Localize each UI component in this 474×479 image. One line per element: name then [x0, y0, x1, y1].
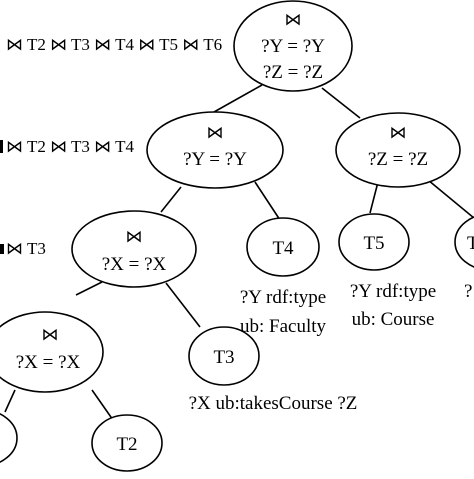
triple-pattern-text: ?Y rdf:type [240, 287, 326, 308]
triple-node-t1 [0, 413, 18, 463]
triple-node-t6: T [454, 216, 474, 268]
triple-label: T2 [116, 434, 137, 455]
edge-root-to-zz [321, 87, 361, 119]
cropped-glyph-row3 [0, 244, 4, 254]
join-symbol: ⋈ [285, 10, 302, 29]
side-label-row2: ⋈ T2 ⋈ T3 ⋈ T4 [6, 137, 134, 156]
triple-label: T [467, 233, 474, 254]
tree-edges [4, 84, 474, 421]
join-condition: ?X = ?X [102, 254, 167, 275]
join-condition: ?Y = ?Y [261, 36, 325, 57]
join-condition: ?X = ?X [16, 352, 81, 373]
join-condition: ?Z = ?Z [263, 62, 323, 83]
triple-label: T4 [272, 238, 294, 259]
join-condition: ?Y = ?Y [183, 149, 247, 170]
join-symbol: ⋈ [126, 227, 143, 246]
triple-label: T3 [213, 347, 234, 368]
edge-zz-to-t5 [369, 181, 379, 214]
edge-xx-lower-to-t2 [91, 389, 114, 421]
triple-node-t4: T4 [246, 217, 320, 277]
join-node-yy: ⋈ ?Y = ?Y [146, 111, 284, 189]
edge-xx-lower-to-t1 [4, 389, 16, 413]
side-label-row1: ⋈ T2 ⋈ T3 ⋈ T4 ⋈ T5 ⋈ T6 [6, 35, 222, 54]
triple-node-t3: T3 [188, 326, 260, 386]
join-node-root: ⋈ ?Y = ?Y ?Z = ?Z [233, 0, 353, 92]
join-symbol: ⋈ [390, 123, 407, 142]
join-condition: ?Z = ?Z [368, 149, 428, 170]
join-symbol: ⋈ [42, 325, 59, 344]
edge-xx-upper-to-t3 [165, 282, 201, 328]
triple-pattern-text: ub: Faculty [240, 316, 327, 337]
side-label-row3: ⋈ T3 [6, 239, 46, 258]
edge-zz-to-t6 [427, 179, 474, 219]
edge-xx-upper-to-xx-lower [75, 281, 103, 296]
join-node-xx-lower: ⋈ ?X = ?X [0, 311, 104, 393]
triple-pattern-text: ub: Course [352, 309, 435, 330]
join-node-zz: ⋈ ?Z = ?Z [335, 112, 461, 188]
edge-root-to-yy [213, 84, 263, 113]
triple-node-t2: T2 [91, 414, 163, 472]
join-symbol: ⋈ [207, 123, 224, 142]
triple-pattern-text: ?X ub:takesCourse ?Z [189, 393, 358, 414]
edge-yy-to-xx-upper [160, 186, 182, 213]
edge-yy-to-t4 [254, 181, 281, 221]
join-node-xx-upper: ⋈ ?X = ?X [71, 210, 197, 288]
triple-node-t5: T5 [338, 213, 410, 271]
triple-pattern-text: ? [464, 281, 472, 302]
triple-pattern-text: ?Y rdf:type [350, 281, 436, 302]
cropped-glyph-row2 [0, 140, 3, 153]
triple-label: T5 [363, 233, 384, 254]
